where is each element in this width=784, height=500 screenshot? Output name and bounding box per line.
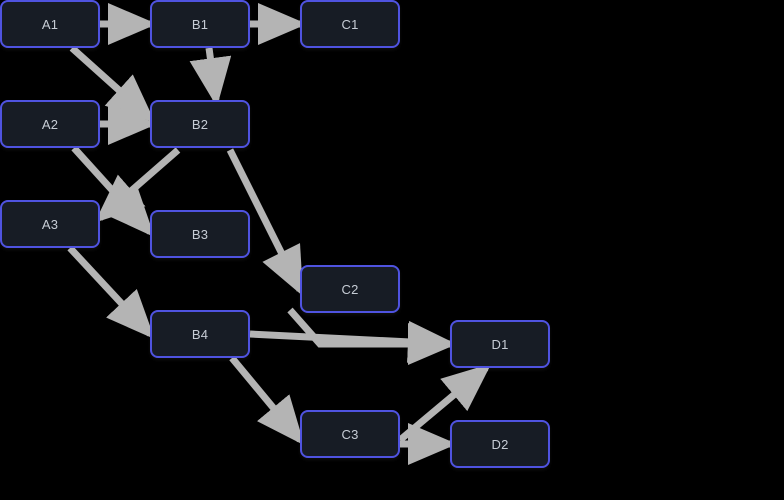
node-label-b3: B3 [191, 226, 209, 242]
edge-b2-to-a3 [94, 147, 181, 223]
node-a1[interactable]: A1 [0, 0, 100, 48]
node-label-a1: A1 [41, 16, 59, 32]
edge-b4-to-c3 [229, 355, 305, 446]
edge-c2-to-d1 [287, 307, 457, 365]
node-label-c2: C2 [341, 281, 359, 297]
node-label-c3: C3 [341, 426, 359, 442]
node-a2[interactable]: A2 [0, 100, 100, 148]
edge-b4-to-d1 [249, 320, 457, 363]
node-label-d1: D1 [491, 336, 509, 352]
node-b2[interactable]: B2 [150, 100, 250, 148]
edge-a3-to-b4 [67, 245, 155, 340]
node-b4[interactable]: B4 [150, 310, 250, 358]
node-c2[interactable]: C2 [300, 265, 400, 313]
node-c1[interactable]: C1 [300, 0, 400, 48]
node-b3[interactable]: B3 [150, 210, 250, 258]
node-label-a2: A2 [41, 116, 59, 132]
node-label-b1: B1 [191, 16, 209, 32]
node-label-b4: B4 [191, 326, 209, 342]
node-b1[interactable]: B1 [150, 0, 250, 48]
node-c3[interactable]: C3 [300, 410, 400, 458]
node-d2[interactable]: D2 [450, 420, 550, 468]
node-label-a3: A3 [41, 216, 59, 232]
edges-group [67, 3, 492, 465]
node-label-b2: B2 [191, 116, 209, 132]
node-label-d2: D2 [491, 436, 509, 452]
node-label-c1: C1 [341, 16, 359, 32]
edge-b1-to-b2 [189, 47, 232, 107]
node-d1[interactable]: D1 [450, 320, 550, 368]
node-a3[interactable]: A3 [0, 200, 100, 248]
